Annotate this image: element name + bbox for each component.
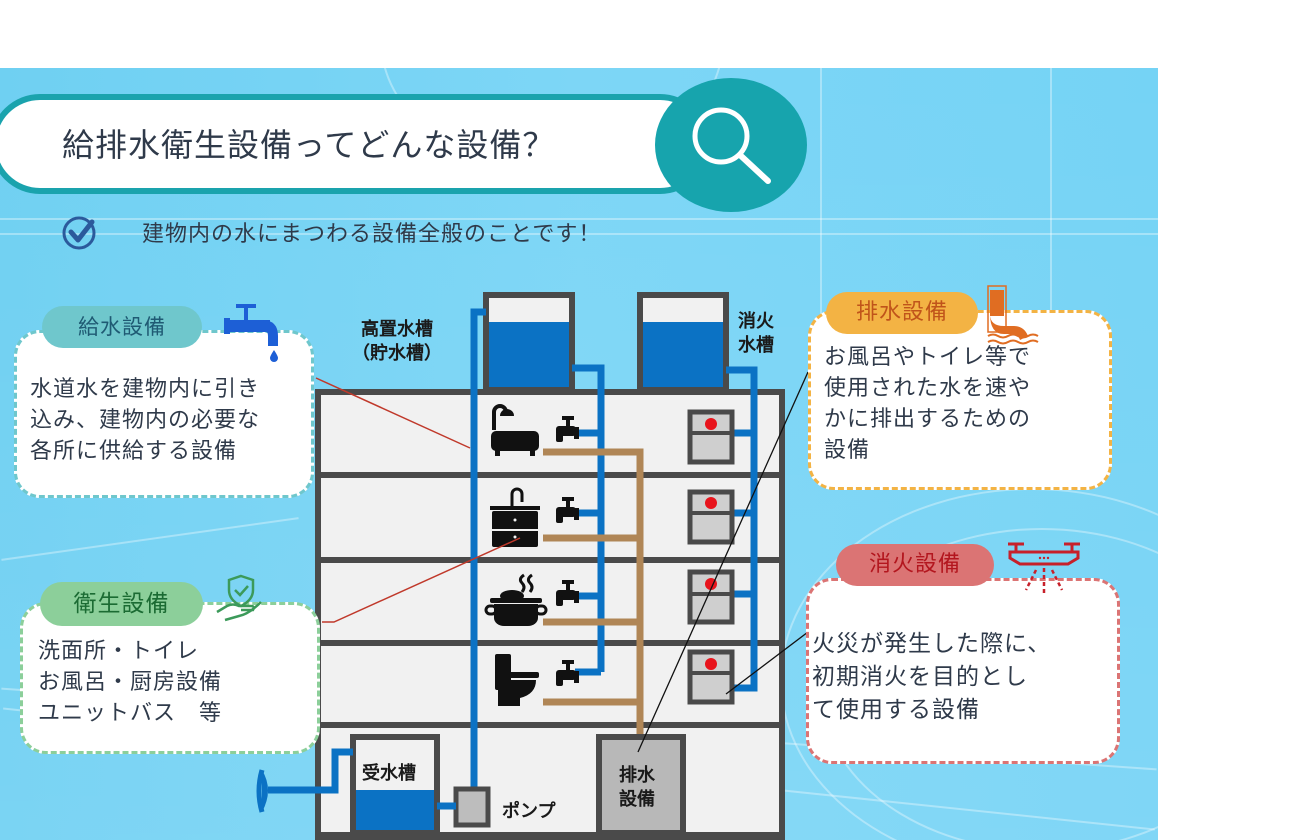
drainage-description: お風呂やトイレ等で 使用された水を速や かに排出するための 設備 xyxy=(824,345,1032,463)
subtitle: 建物内の水にまつわる設備全般のことです！ xyxy=(142,222,602,247)
pump-label: ポンプ xyxy=(502,801,556,822)
bg-line xyxy=(0,233,1158,235)
page-title: 給排水衛生設備ってどんな設備？ xyxy=(62,126,556,164)
drain-facility-label: 排水 設備 xyxy=(619,765,655,810)
supply-pill: 給水設備 xyxy=(42,306,202,348)
faucet-icon xyxy=(556,497,579,523)
faucet-icon xyxy=(556,580,579,606)
magnifier-icon xyxy=(692,107,771,184)
sanitary-card xyxy=(20,602,320,754)
fire-hydrant-box xyxy=(687,409,735,465)
fire-tank-label: 消火 水槽 xyxy=(738,311,774,356)
fire-description: 火災が発生した際に、 初期消火を目的とし て使用する設備 xyxy=(812,631,1052,723)
fire-pill: 消火設備 xyxy=(836,544,994,586)
elevated-tank-label: 高置水槽 （貯水槽） xyxy=(352,319,442,364)
faucet-drop-icon xyxy=(224,304,278,362)
check-circle-icon xyxy=(62,216,96,250)
sanitary-pill: 衛生設備 xyxy=(40,582,203,626)
drainage-card xyxy=(808,310,1112,490)
hand-shield-icon xyxy=(216,574,262,622)
sanitary-description: 洗面所・トイレ お風呂・厨房設備 ユニットバス 等 xyxy=(38,639,223,726)
fire-hydrant-box xyxy=(687,569,735,625)
bg-line xyxy=(820,68,822,368)
fire-hydrant-box xyxy=(687,649,735,705)
receiving-tank-label: 受水槽 xyxy=(362,763,416,784)
bg-line xyxy=(0,218,1158,220)
drainage-pill: 排水設備 xyxy=(826,292,978,334)
bg-line xyxy=(1050,68,1052,368)
bathtub-icon xyxy=(491,404,539,456)
toilet-icon xyxy=(495,654,539,706)
drain-pipe-icon xyxy=(987,285,1039,345)
faucet-icon xyxy=(556,416,579,442)
supply-description: 水道水を建物内に引き 込み、建物内の必要な 各所に供給する設備 xyxy=(30,377,261,464)
cooking-pot-icon xyxy=(484,573,548,626)
fire-hydrant-box xyxy=(687,489,735,545)
search-button xyxy=(655,78,807,212)
washbasin-icon xyxy=(490,487,540,547)
sprinkler-icon xyxy=(1008,542,1080,594)
faucet-icon xyxy=(556,660,579,686)
